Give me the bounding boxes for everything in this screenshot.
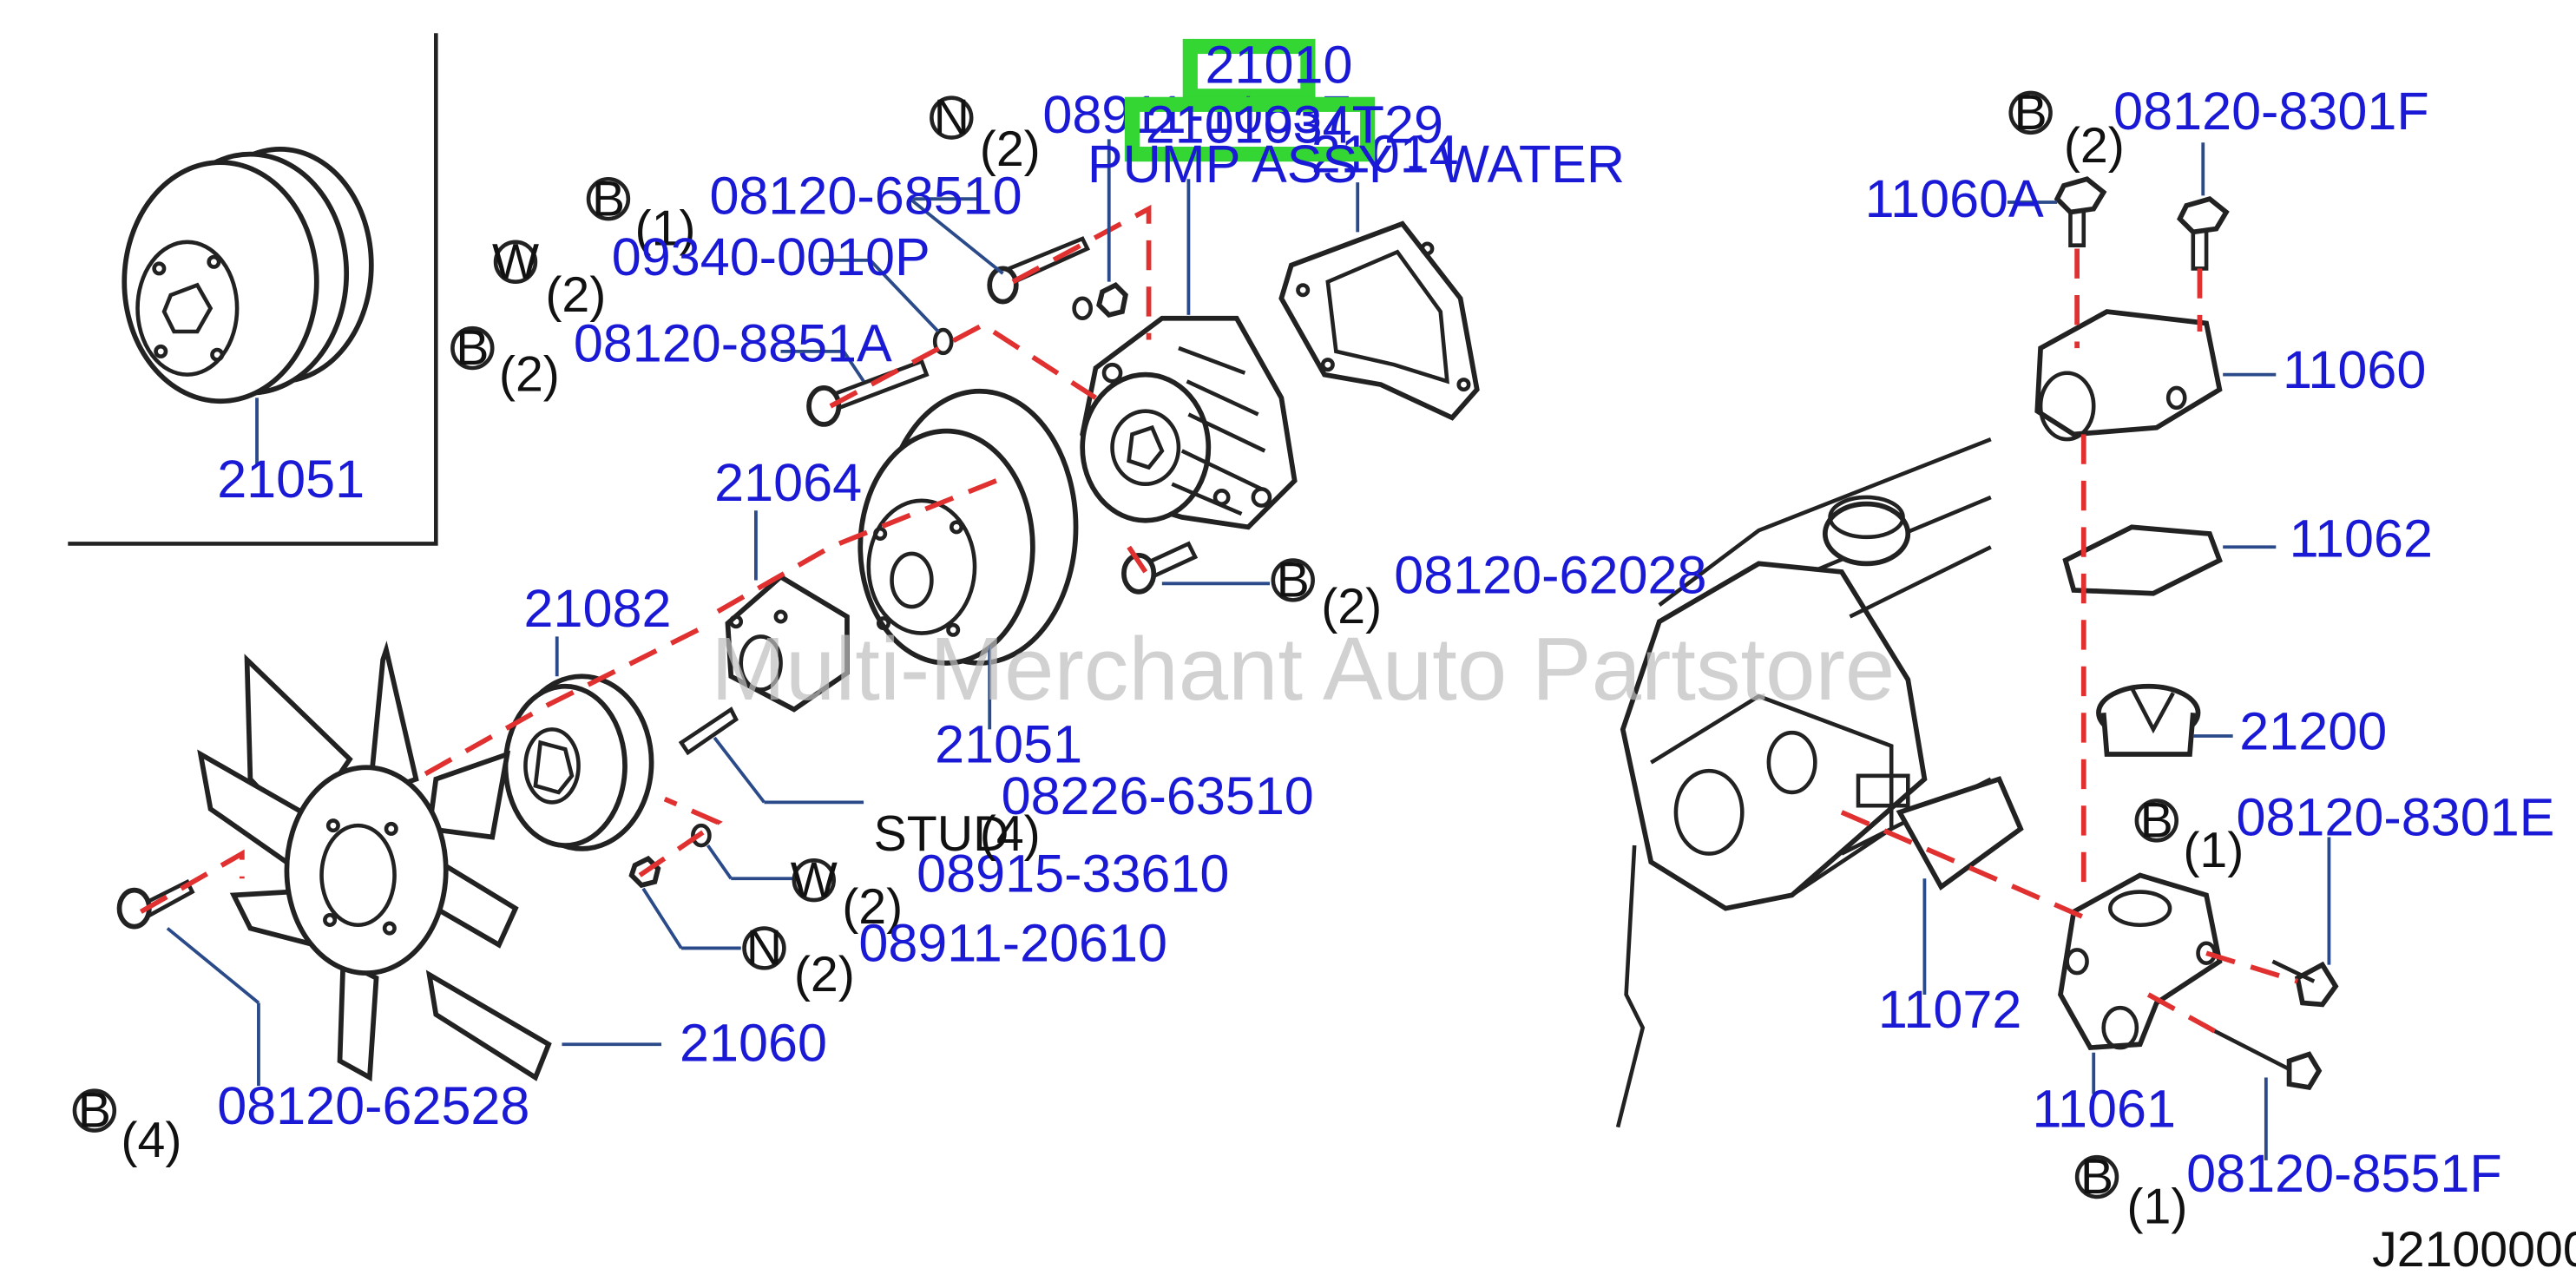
- highlight-box-oem-number: [1124, 96, 1376, 162]
- part-number-08120-8551F[interactable]: 08120-8551F: [2186, 1144, 2502, 1203]
- pump-gasket: [1278, 220, 1480, 421]
- part-number-08120-62528[interactable]: 08120-62528: [217, 1076, 529, 1135]
- assembly-lines: [139, 204, 1152, 914]
- callout-circle: [2074, 1154, 2119, 1199]
- thermostat-gasket: [2062, 524, 2223, 596]
- callout-letter: W: [791, 852, 838, 908]
- part-number-08120-68510[interactable]: 08120-68510: [709, 166, 1022, 225]
- callout-letter: N: [934, 90, 969, 146]
- part-number-08911-20610[interactable]: 08911-20610: [858, 914, 1167, 973]
- callout-letter: B: [456, 320, 489, 376]
- part-number-21082[interactable]: 21082: [524, 579, 672, 638]
- thermostat: [2096, 683, 2201, 757]
- fasteners: [116, 236, 1199, 930]
- part-number-21010[interactable]: 21010: [1206, 35, 1353, 94]
- callout-qty: (1): [634, 201, 695, 257]
- callout-circle: [930, 95, 974, 140]
- part-number-21060[interactable]: 21060: [680, 1013, 827, 1072]
- water-pump-assembly: [1080, 315, 1298, 530]
- callout-circle: [2134, 798, 2179, 843]
- thermostat-housing: [2058, 872, 2223, 1051]
- stud-label: STUD: [874, 806, 1009, 862]
- stud-qty: (4): [980, 806, 1041, 862]
- part-number-11062[interactable]: 11062: [2290, 509, 2433, 568]
- part-number-11061[interactable]: 11061: [2033, 1080, 2176, 1139]
- callout-circle: [792, 858, 836, 903]
- callout-qty: (2): [499, 347, 560, 403]
- callout-qty: (2): [1321, 579, 1382, 634]
- part-number-08120-8301E[interactable]: 08120-8301E: [2236, 788, 2554, 847]
- part-number-21064[interactable]: 21064: [714, 453, 862, 512]
- part-number-11060A[interactable]: 11060A: [1865, 169, 2044, 228]
- callout-letter: B: [2140, 793, 2173, 849]
- part-number-21200[interactable]: 21200: [2239, 701, 2387, 760]
- callout-letter: N: [746, 921, 782, 976]
- part-number-08120-8851A[interactable]: 08120-8851A: [574, 313, 892, 372]
- callout-circle: [1271, 558, 1315, 602]
- part-number-08226-63510[interactable]: 08226-63510: [1002, 766, 1314, 825]
- callout-qty: (2): [980, 122, 1041, 177]
- thermostat-assembly-lines: [1840, 248, 2298, 1034]
- water-outlet: [2034, 309, 2223, 442]
- callout-letter: B: [78, 1083, 111, 1139]
- callout-letter: W: [492, 234, 539, 290]
- part-number-11072[interactable]: 11072: [1878, 980, 2021, 1039]
- callout-qty: (2): [2064, 118, 2125, 174]
- callout-letter: B: [1277, 553, 1310, 608]
- part-number-08120-8301F[interactable]: 08120-8301F: [2113, 82, 2429, 141]
- diagram-code: J2100000: [2372, 1222, 2576, 1278]
- callout-circle: [450, 325, 495, 371]
- part-number-08120-62028[interactable]: 08120-62028: [1394, 546, 1706, 605]
- callout-circle: [586, 176, 631, 221]
- callout-qty: (1): [2183, 823, 2244, 878]
- pump-pulley: [858, 388, 1079, 666]
- callout-circle: [493, 240, 538, 284]
- callout-circle: [72, 1088, 117, 1133]
- callout-qty: (1): [2126, 1180, 2187, 1235]
- part-number-08915-33610[interactable]: 08915-33610: [917, 844, 1229, 904]
- oem-number[interactable]: 2101034T29: [1146, 95, 1443, 154]
- inset-pulley-part-number[interactable]: 21051: [217, 450, 365, 509]
- part-number-09340-0010P[interactable]: 09340-0010P: [612, 227, 930, 286]
- callout-letter: B: [2014, 85, 2047, 141]
- callout-qty: (2): [842, 879, 903, 935]
- cooling-fan: [197, 641, 552, 1082]
- outlet-gasket: [1896, 776, 2024, 891]
- part-description: PUMP ASSY - WATER: [1088, 135, 1625, 194]
- callout-circle: [2008, 90, 2053, 135]
- callout-letter: B: [592, 171, 625, 227]
- watermark: Multi-Merchant Auto Partstore: [711, 619, 1895, 719]
- callout-qty: (2): [545, 267, 606, 323]
- callout-qty: (4): [121, 1113, 181, 1168]
- callout-circle: [742, 926, 786, 970]
- fan-coupling: [503, 674, 654, 851]
- inset-box: [68, 33, 438, 546]
- callout-letter: B: [2080, 1149, 2113, 1205]
- leader-lines: [166, 139, 1360, 1086]
- callout-qty: (2): [794, 947, 855, 1002]
- part-number-11060[interactable]: 11060: [2283, 340, 2426, 399]
- part-number-21051[interactable]: 21051: [935, 715, 1082, 774]
- thermostat-leader-lines: [1922, 142, 2331, 1160]
